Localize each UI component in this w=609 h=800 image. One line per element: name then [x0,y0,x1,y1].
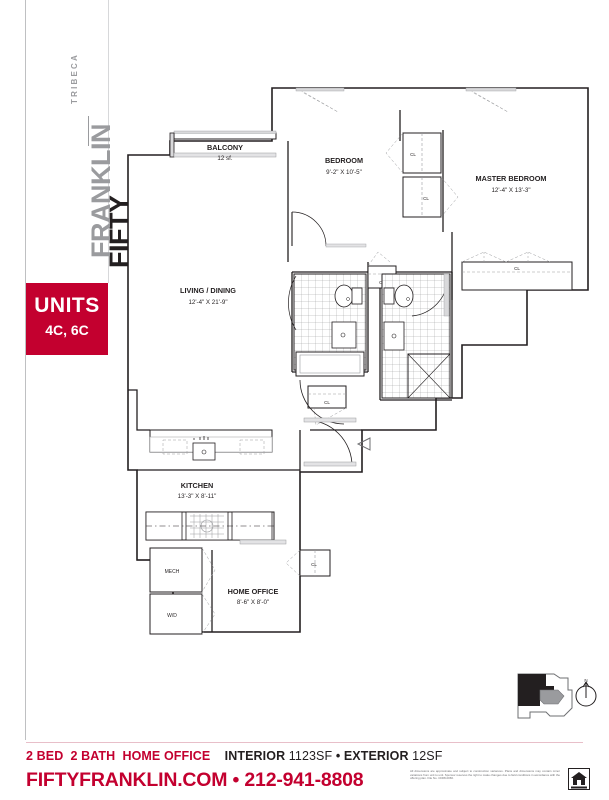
closet-upper-2: CL [402,176,459,218]
closet-label: CL [311,562,317,567]
closet-upper-1: CL [385,132,442,174]
room-label-kitchen: KITCHEN [181,481,213,490]
units-badge-value: 4C, 6C [45,322,89,338]
room-dim-balcony: 12 sf. [217,155,232,162]
room-dim-kitchen: 13'-3" X 8'-11" [178,493,217,500]
bathroom-primary [288,273,367,377]
room-label-living-dining: LIVING / DINING [180,286,236,295]
footer-divider [26,742,583,743]
closet-label: CL [324,400,330,405]
equal-housing-opportunity-icon [568,768,590,790]
spec-line: 2 BED 2 BATH HOME OFFICE INTERIOR 1123SF… [26,748,586,764]
units-badge-title: UNITS [34,294,100,317]
bathroom-secondary [381,273,451,399]
contact-line: FIFTYFRANKLIN.COM • 212-941-8808 [26,769,586,792]
room-label-master-bedroom: MASTER BEDROOM [476,174,547,183]
floorplan-drawing: BALCONY 12 sf. BEDROOM 9'-2" X 10'-5" MA… [127,87,589,635]
spec-separator: • [335,749,341,763]
closet-mech: MECH [149,547,216,593]
key-plan [517,673,573,719]
contact-separator: • [232,769,240,791]
phone-link[interactable]: 212-941-8808 [244,769,364,791]
room-bedroom: BEDROOM 9'-2" X 10'-5" [291,87,367,248]
room-label-bedroom: BEDROOM [325,156,363,165]
closet-office: CL [285,549,331,577]
room-living-dining: LIVING / DINING 12'-4" X 21'-9" [180,286,236,306]
compass-north-icon: N [575,678,597,707]
legal-disclaimer: All dimensions are approximate and subje… [410,769,560,781]
brand-divider [88,116,89,146]
closet-label: CL [410,152,416,157]
spec-beds: 2 BED [26,749,64,763]
room-label-balcony: BALCONY [207,143,243,152]
mech-label: MECH [165,569,180,575]
room-dim-master-bedroom: 12'-4" X 13'-3" [491,187,530,194]
closet-lower: CL [307,385,347,426]
closet-label: CL [514,266,520,271]
room-label-home-office: HOME OFFICE [228,587,279,596]
units-badge: UNITS 4C, 6C [26,283,108,355]
room-dim-bedroom: 9'-2" X 10'-5" [326,169,362,176]
closet-washer-dryer: W/D [149,593,216,635]
spec-interior-label: INTERIOR [224,749,286,763]
spec-extra-room: HOME OFFICE [122,749,211,763]
room-home-office: HOME OFFICE 8'-6" X 8'-0" [228,587,279,606]
closet-master-wide: CL [461,251,573,291]
room-kitchen: KITCHEN 13'-3" X 8'-11" [145,429,287,545]
spec-exterior-value: 12SF [412,749,443,763]
spec-exterior-label: EXTERIOR [343,749,409,763]
room-dim-home-office: 8'-6" X 8'-0" [237,599,269,606]
room-balcony: BALCONY 12 sf. [169,130,277,162]
room-master-bedroom: MASTER BEDROOM 12'-4" X 13'-3" CL [461,87,573,291]
footer: 2 BED 2 BATH HOME OFFICE INTERIOR 1123SF… [26,748,586,792]
compass-label: N [584,678,587,683]
closet-label: CL [423,196,429,201]
spec-interior-value: 1123SF [288,749,333,763]
wd-label: W/D [167,613,177,619]
entry-door [299,379,357,467]
website-link[interactable]: FIFTYFRANKLIN.COM [26,769,228,791]
brand-logo: FIFTY FRANKLIN TRIBECA [26,0,134,283]
left-rule [25,0,26,740]
entry-direction-arrow [356,437,371,451]
spec-baths: 2 BATH [70,749,116,763]
room-dim-living-dining: 12'-4" X 21'-9" [188,299,227,306]
